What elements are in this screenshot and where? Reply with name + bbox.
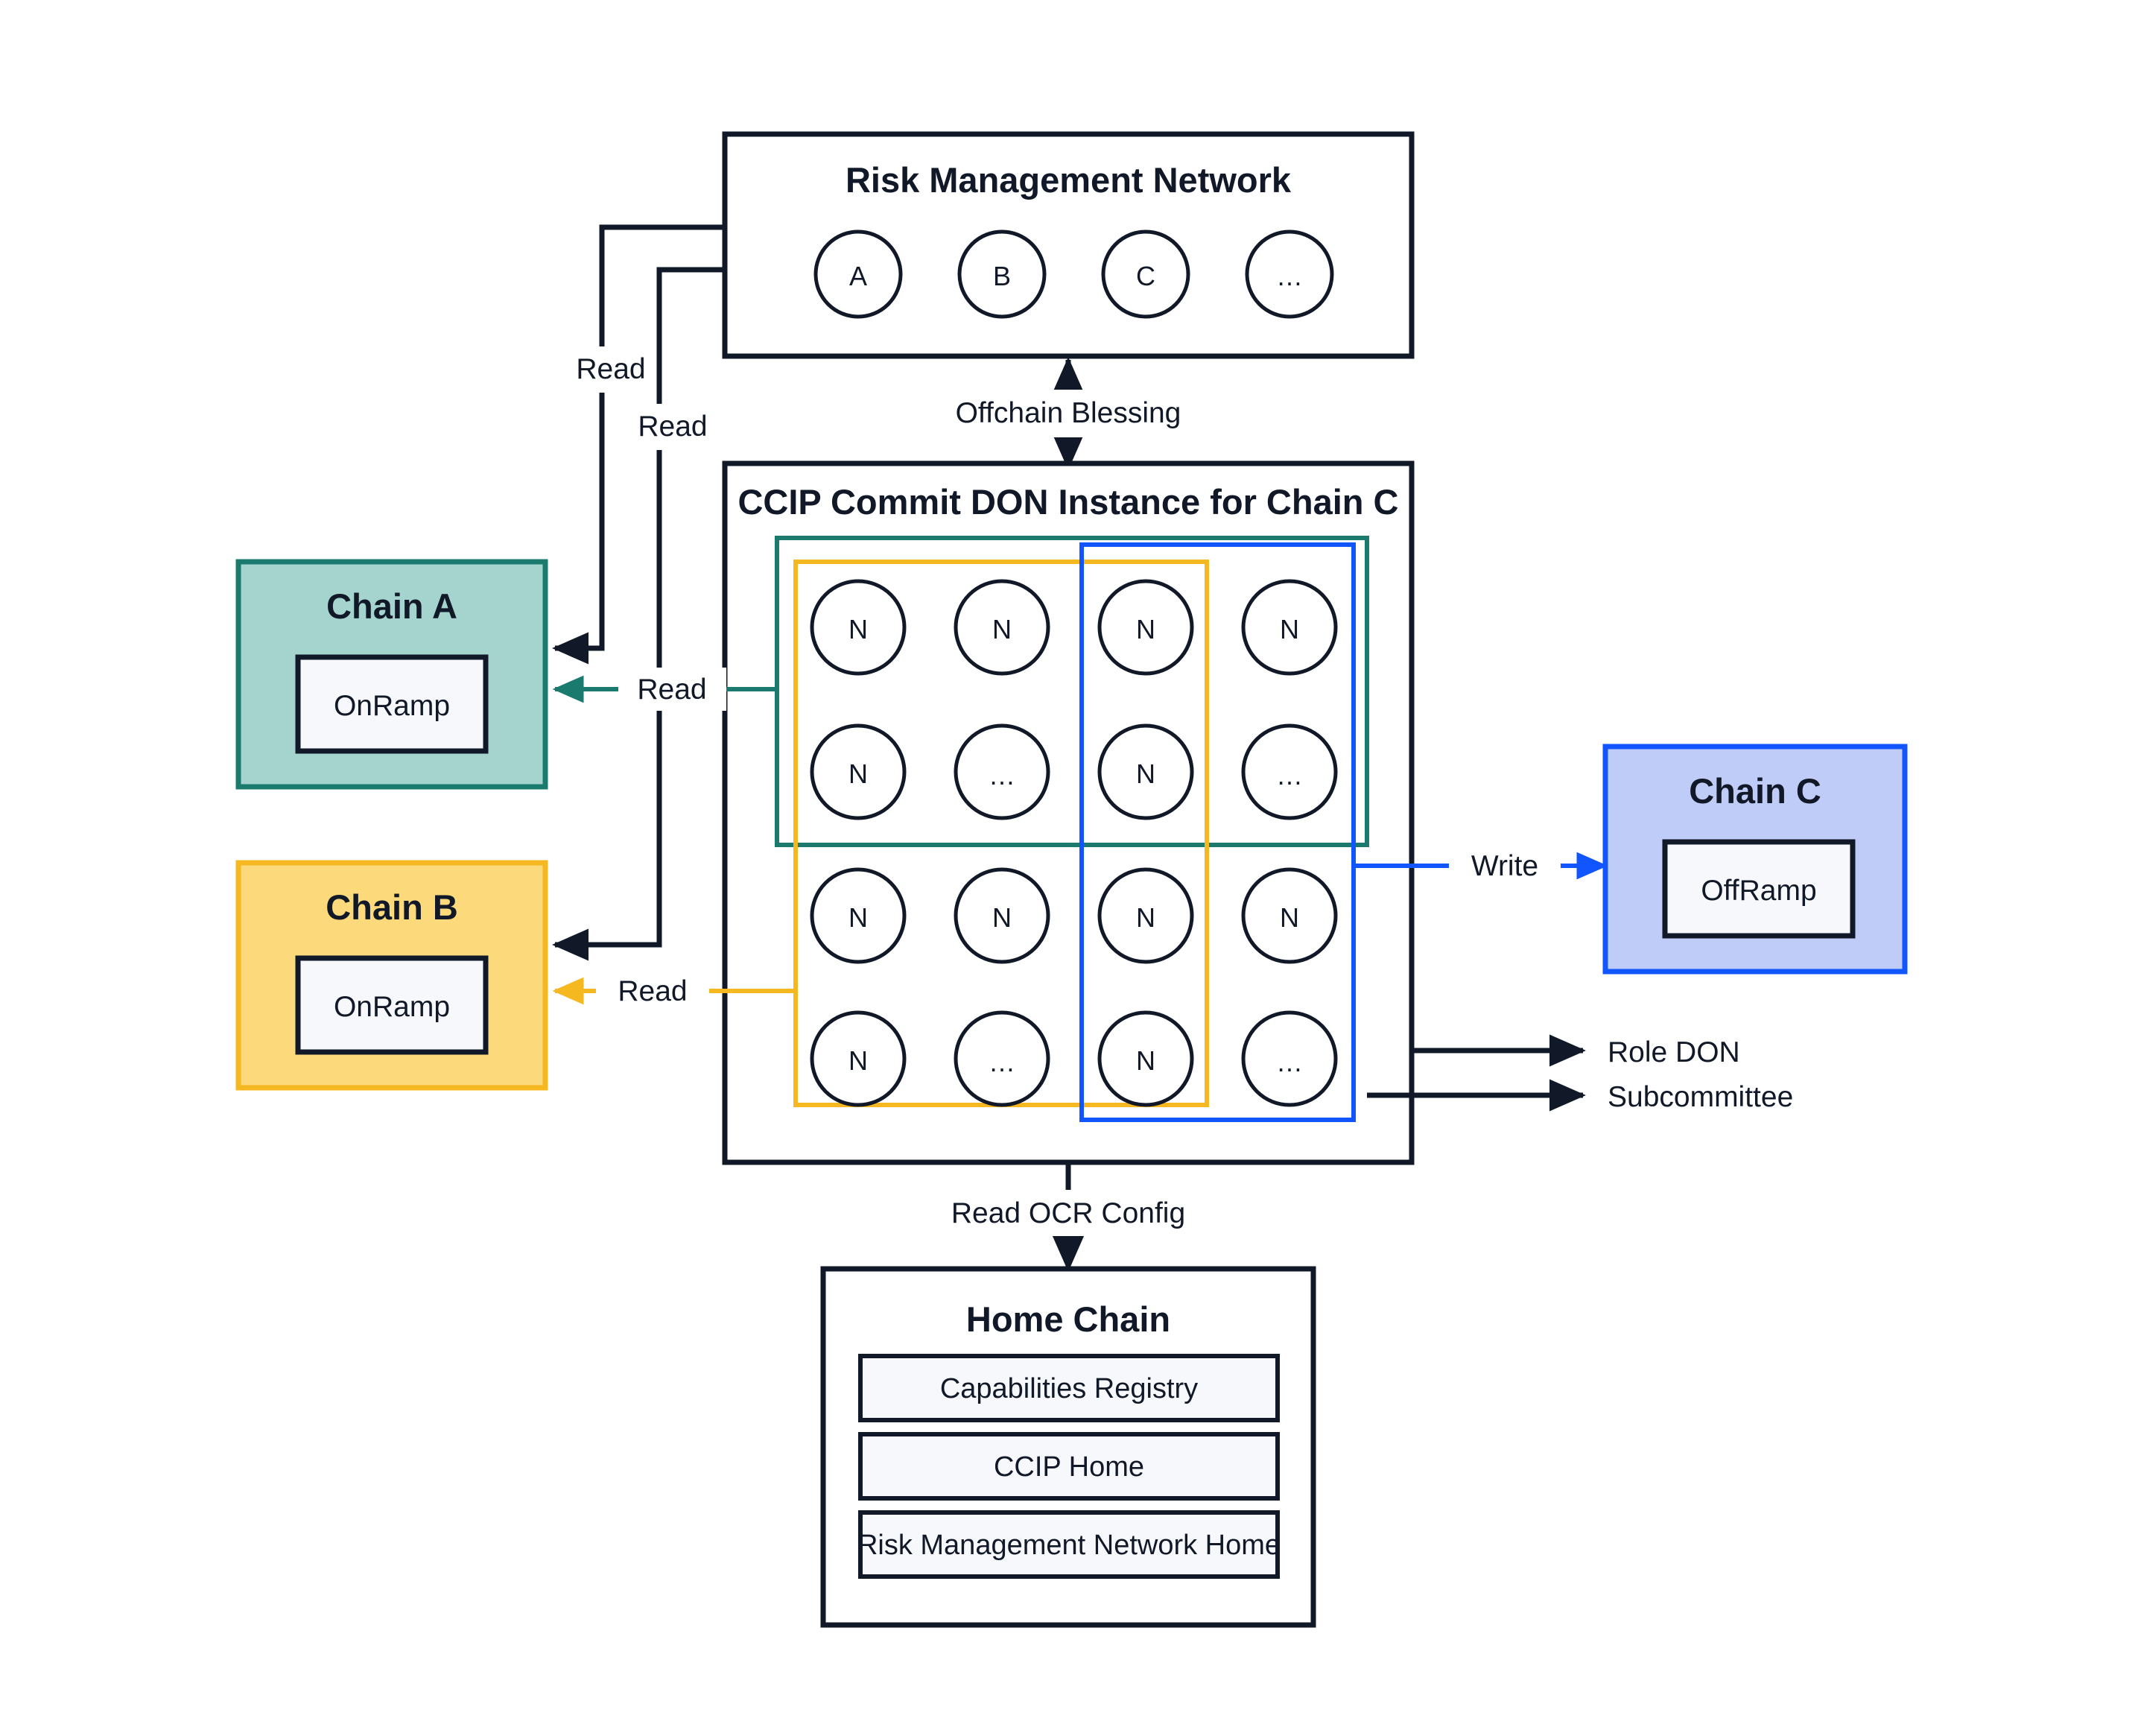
don-node-label: N [848, 1045, 868, 1076]
don-node: N [810, 867, 907, 964]
home-chain-title: Home Chain [966, 1299, 1170, 1339]
don-node-label: … [1276, 1047, 1303, 1077]
edge-rmn-read-chain-b: Read [552, 267, 725, 961]
don-node: … [954, 723, 1050, 820]
chain-c-box: Chain C OffRamp [1602, 744, 1908, 975]
chain-a-box: Chain A OnRamp [235, 559, 548, 790]
home-chain-component-label: Capabilities Registry [940, 1373, 1198, 1404]
home-chain-component-rmn-home: Risk Management Network Home [857, 1510, 1281, 1579]
chain-b-title: Chain B [326, 887, 458, 927]
edge-offchain-blessing: Offchain Blessing [956, 357, 1311, 470]
edge-label-rmn-read-chain-a: Read [576, 353, 645, 385]
home-chain-component-capabilities-registry: Capabilities Registry [858, 1354, 1280, 1422]
edge-rmn-read-chain-a: Read [552, 224, 725, 665]
edge-label-don-write-chain-c: Write [1471, 850, 1538, 882]
legend-subcommittee-label: Subcommittee [1608, 1081, 1793, 1113]
rmn-node-b: B [957, 229, 1047, 319]
don-node-label: … [989, 760, 1015, 791]
edge-label-don-read-chain-a: Read [637, 674, 706, 706]
home-chain-box: Home Chain Capabilities Registry CCIP Ho… [820, 1266, 1316, 1628]
don-node: N [810, 1010, 907, 1107]
don-node-label: N [992, 902, 1012, 933]
don-node-label: N [1280, 614, 1299, 644]
rmn-node-a-label: A [849, 261, 867, 291]
don-node: N [1241, 867, 1338, 964]
rmn-node-c-label: C [1136, 261, 1155, 291]
don-node-label: N [1136, 614, 1155, 644]
edge-label-don-read-chain-b: Read [618, 975, 687, 1007]
chain-c-title: Chain C [1689, 771, 1821, 811]
don-node: N [1097, 1010, 1194, 1107]
risk-management-network-box: Risk Management Network A B C … [722, 131, 1415, 359]
don-node: … [1241, 723, 1338, 820]
edge-don-read-chain-b: Read [552, 969, 796, 1013]
don-node-label: N [1136, 758, 1155, 789]
don-node: … [1241, 1010, 1338, 1107]
rmn-node-a: A [813, 229, 903, 319]
legend-subcommittee: Subcommittee [1367, 1079, 1793, 1113]
rmn-node-more: … [1245, 229, 1334, 319]
don-node-label: N [1136, 1045, 1155, 1076]
don-node: N [1097, 867, 1194, 964]
rmn-node-c: C [1101, 229, 1190, 319]
blue-subcommittee-overlay [1079, 542, 1356, 1122]
don-node-label: N [1280, 902, 1299, 933]
rmn-node-more-label: … [1276, 261, 1303, 291]
don-node-label: N [992, 614, 1012, 644]
don-node: N [810, 579, 907, 676]
home-chain-component-label: Risk Management Network Home [857, 1530, 1281, 1561]
don-node: N [810, 723, 907, 820]
edge-read-ocr-config: Read OCR Config [951, 1162, 1259, 1272]
don-node-grid: N N N N N … N … [810, 579, 1338, 1107]
legend-role-don: Role DON [1412, 1034, 1740, 1068]
don-node: N [954, 867, 1050, 964]
legend-role-don-label: Role DON [1608, 1036, 1740, 1068]
edge-don-write-chain-c: Write [1354, 844, 1608, 887]
edge-label-read-ocr-config: Read OCR Config [951, 1197, 1185, 1229]
chain-a-title: Chain A [326, 586, 457, 626]
don-node-label: N [1136, 902, 1155, 933]
edge-don-read-chain-a: Read [552, 668, 777, 711]
chain-b-box: Chain B OnRamp [235, 860, 548, 1091]
home-chain-component-ccip-home: CCIP Home [858, 1432, 1280, 1501]
don-node-label: N [848, 614, 868, 644]
chain-a-onramp-label: OnRamp [334, 690, 450, 722]
edge-label-offchain-blessing: Offchain Blessing [956, 397, 1181, 429]
chain-c-offramp-label: OffRamp [1701, 875, 1816, 907]
don-node: N [1241, 579, 1338, 676]
don-node-label: … [1276, 760, 1303, 791]
ccip-commit-don-title: CCIP Commit DON Instance for Chain C [737, 482, 1398, 522]
home-chain-component-label: CCIP Home [994, 1451, 1144, 1483]
don-node: … [954, 1010, 1050, 1107]
don-node: N [954, 579, 1050, 676]
rmn-node-b-label: B [993, 261, 1011, 291]
chain-b-onramp-label: OnRamp [334, 991, 450, 1023]
edge-label-rmn-read-chain-b: Read [638, 411, 707, 443]
risk-management-network-title: Risk Management Network [846, 160, 1292, 200]
don-node-label: … [989, 1047, 1015, 1077]
don-node: N [1097, 723, 1194, 820]
don-node-label: N [848, 758, 868, 789]
don-node-label: N [848, 902, 868, 933]
don-node: N [1097, 579, 1194, 676]
